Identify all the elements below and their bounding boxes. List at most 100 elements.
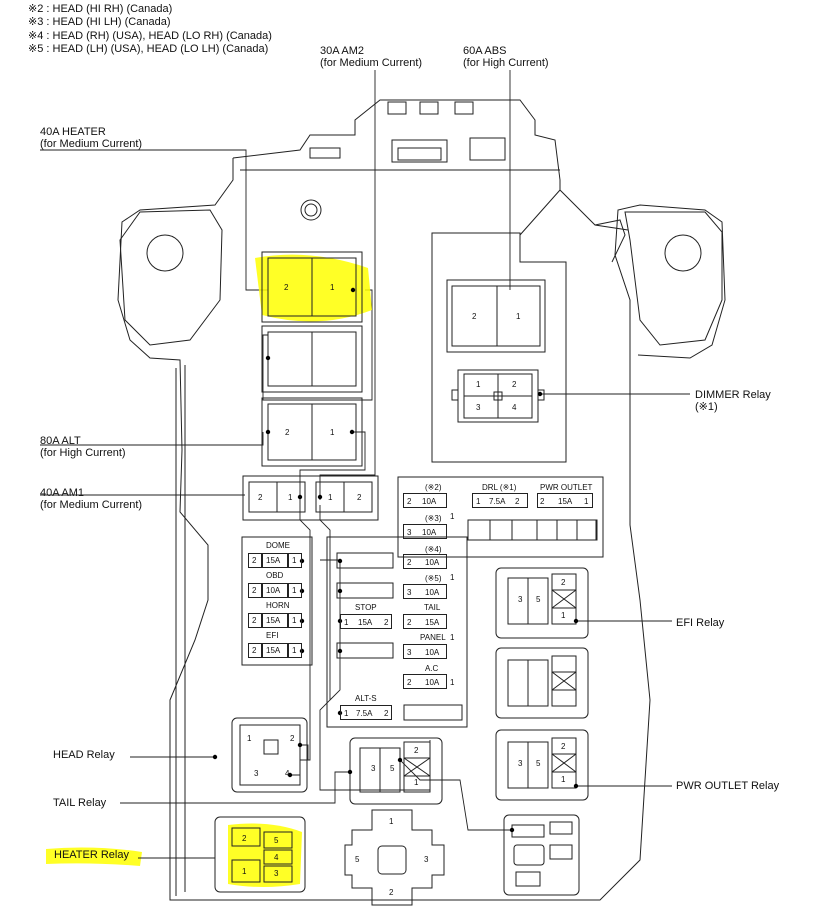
fuse-pin: 2 — [407, 558, 412, 567]
alt-fuse — [261, 397, 363, 467]
heater-fuse-highlight — [255, 254, 372, 322]
fuse-label: (※2) — [425, 483, 442, 492]
fuse-amp: 10A — [422, 528, 437, 537]
efi-relay — [495, 567, 589, 639]
fuse-cell — [248, 583, 262, 598]
fuse-amp: 10A — [425, 558, 440, 567]
heater-relay-highlight — [228, 823, 302, 887]
fuse-pin: 2 — [384, 618, 389, 627]
fuse-amp: 15A — [425, 618, 440, 627]
note-3: ※3 : HEAD (HI LH) (Canada) — [28, 16, 171, 28]
fuse-label: TAIL — [424, 603, 441, 612]
heater-relay-callout: HEATER Relay — [54, 849, 129, 861]
note-2: ※2 : HEAD (HI RH) (Canada) — [28, 3, 173, 15]
fuse-pin: 1 — [344, 709, 349, 718]
am2-label: 30A AM2 — [320, 45, 365, 57]
fuse-cell — [340, 614, 392, 629]
pin-label: 2 — [472, 312, 477, 321]
pin-label: 5 — [536, 595, 541, 604]
right-relays — [495, 567, 589, 896]
fuse-pin: 2 — [252, 586, 257, 595]
fuse-pin: 3 — [407, 528, 412, 537]
pin-label: 2 — [357, 493, 362, 502]
diode-socket — [503, 814, 580, 896]
fuse-amp: 15A — [266, 646, 281, 655]
fuse-cell — [403, 524, 447, 539]
fuse-label: STOP — [355, 603, 377, 612]
mounting-ears — [119, 199, 723, 346]
fuse-pin: 1 — [584, 497, 589, 506]
fuse-cell — [403, 644, 447, 659]
fuse-amp: 10A — [425, 588, 440, 597]
pin-label: 3 — [424, 855, 429, 864]
fuse-label: ALT-S — [355, 694, 377, 703]
right-mount-hole — [664, 234, 702, 272]
pin-label: 2 — [561, 742, 566, 751]
pin-label: 2 — [242, 834, 247, 843]
fuse-amp: 15A — [358, 618, 373, 627]
fuse-cell — [262, 553, 288, 568]
fuse-label: EFI — [266, 631, 279, 640]
fuse-amp: 15A — [558, 497, 573, 506]
fuse-cell — [403, 554, 447, 569]
pin-label: 5 — [355, 855, 360, 864]
pin-label: 2 — [284, 283, 289, 292]
pin-label: 3 — [476, 403, 481, 412]
fuse-cell — [472, 493, 528, 508]
fuse-pin: 1 — [450, 573, 455, 582]
fuse-cell — [340, 705, 392, 720]
pin-label: 1 — [389, 817, 394, 826]
heater-relay — [214, 816, 306, 893]
left-mount-hole — [146, 234, 184, 272]
fuse-label: OBD — [266, 571, 284, 580]
fuse-pin: 1 — [344, 618, 349, 627]
pin-label: 1 — [414, 778, 419, 787]
am1-fuse-label: 40A AM1 — [40, 487, 85, 499]
heater-fuse-label: 40A HEATER — [40, 126, 106, 138]
bottom-relays — [214, 717, 445, 906]
fuse-label: (※5) — [425, 574, 442, 583]
fuse-amp: 10A — [425, 648, 440, 657]
spare-relay — [495, 647, 589, 719]
abs-fuse — [446, 279, 546, 353]
leader-lines — [40, 70, 690, 859]
fuse-amp: 15A — [266, 556, 281, 565]
pin-label: 3 — [274, 869, 279, 878]
fuse-pin: 2 — [540, 497, 545, 506]
heater-fuse-sub: (for Medium Current) — [40, 138, 143, 150]
fuse-cell — [262, 613, 288, 628]
pin-label: 3 — [518, 595, 523, 604]
fuse-pin: 1 — [450, 633, 455, 642]
fuse-pin: 3 — [407, 588, 412, 597]
alt-fuse-label: 80A ALT — [40, 435, 81, 447]
fuse-pin: 1 — [450, 512, 455, 521]
fuse-pin: 2 — [252, 556, 257, 565]
am2-sub: (for Medium Current) — [320, 57, 423, 69]
fuse-cell — [288, 553, 302, 568]
fuse-pin: 1 — [292, 556, 297, 565]
note-5: ※5 : HEAD (LH) (USA), HEAD (LO LH) (Cana… — [28, 43, 269, 55]
connection-dots — [212, 287, 579, 833]
star-relay — [344, 809, 445, 906]
am1-fuse-sub: (for Medium Current) — [40, 499, 143, 511]
pin-label: 1 — [561, 611, 566, 620]
fuse-label: HORN — [266, 601, 290, 610]
pwr-outlet-relay-label: PWR OUTLET Relay — [676, 780, 780, 792]
fuse-cell — [403, 614, 447, 629]
fuse-amp: 10A — [266, 586, 281, 595]
heater-relay-pins — [231, 827, 293, 883]
pin-label: 5 — [536, 759, 541, 768]
fuse-label: DOME — [266, 541, 290, 550]
fuse-pin: 1 — [450, 678, 455, 687]
fuse-pin: 1 — [292, 616, 297, 625]
fuse-label: (※3) — [425, 514, 442, 523]
pin-label: 1 — [330, 428, 335, 437]
pin-label: 1 — [330, 283, 335, 292]
tail-relay-label: TAIL Relay — [53, 797, 107, 809]
fuse-label: PANEL — [420, 633, 446, 642]
pin-label: 4 — [285, 769, 290, 778]
fuse-pin: 3 — [407, 648, 412, 657]
fuse-panels — [241, 476, 604, 728]
fuse-cell — [403, 493, 447, 508]
